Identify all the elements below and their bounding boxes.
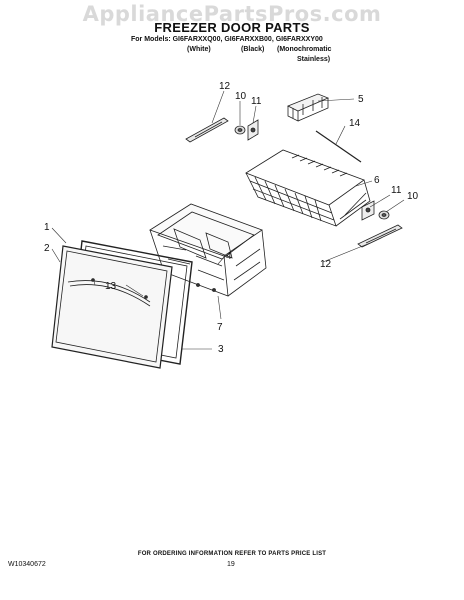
watermark: AppliancePartsPros.com [82,2,382,26]
callout-11-lower: 11 [391,185,402,196]
callout-12-upper: 12 [219,81,231,92]
variant-white: (White) [187,46,211,53]
part-slide-rail-right [357,224,403,248]
callout-3: 3 [218,344,224,355]
part-roller-right [378,210,390,220]
leader-lines [51,90,405,350]
model-list: For Models: GI6FARXXQ00, GI6FARXXB00, GI… [131,36,323,43]
callout-4: 4 [226,251,232,262]
ordering-note: FOR ORDERING INFORMATION REFER TO PARTS … [137,551,327,557]
variant-mono: (Monochromatic [277,46,332,53]
part-wire-rod [315,130,362,163]
part-bracket-right [361,200,375,221]
callout-2: 2 [44,243,50,254]
callout-6: 6 [374,175,380,186]
callout-1: 1 [44,222,50,233]
part-roller-left [234,125,246,135]
callout-12-lower: 12 [320,259,332,270]
callout-5: 5 [358,94,364,105]
part-slide-rail-left [185,117,229,143]
part-basket-trim [287,93,330,122]
callout-11-upper: 11 [251,96,262,107]
part-lower-bin [149,203,267,297]
callout-7: 7 [217,322,223,333]
variant-black: (Black) [241,46,265,53]
part-door-panel [51,245,173,369]
page-number: 19 [227,561,235,568]
callout-10-lower: 10 [407,191,419,202]
callout-13: 13 [105,281,117,292]
callout-10-upper: 10 [235,91,247,102]
variant-mono-line2: Stainless) [297,56,331,63]
callout-14: 14 [349,118,361,129]
part-bracket-left [247,119,259,141]
page-title: FREEZER DOOR PARTS [154,20,310,35]
part-upper-wire-basket [245,149,371,227]
document-number: W10340672 [8,561,46,568]
